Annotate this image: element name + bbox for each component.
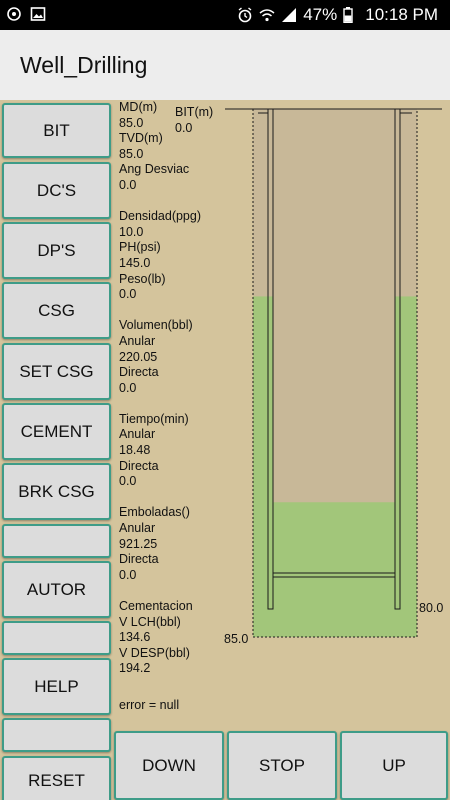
info-line: V LCH(bbl) — [119, 614, 181, 629]
autor-button[interactable]: AUTOR — [2, 561, 111, 618]
bit-depth-label: BIT(m) — [175, 105, 214, 119]
info-line: 10.0 — [119, 224, 144, 239]
info-spacer — [119, 303, 249, 319]
hole-wall — [252, 109, 418, 638]
info-line: Anular — [119, 521, 156, 536]
blank-button-2[interactable] — [2, 621, 111, 655]
info-line: Anular — [119, 333, 156, 348]
app-bar: Well_Drilling — [0, 30, 450, 100]
bit-button[interactable]: BIT — [2, 103, 111, 158]
info-spacer — [119, 490, 249, 506]
info-line: 145.0 — [119, 255, 151, 270]
info-line: 0.0 — [119, 474, 137, 489]
info-line: PH(psi) — [119, 240, 161, 255]
info-line: Volumen(bbl) — [119, 318, 193, 333]
info-line: Densidad(ppg) — [119, 209, 201, 224]
battery-icon — [343, 7, 359, 24]
cement-button[interactable]: CEMENT — [2, 403, 111, 460]
info-line: TVD(m) — [119, 131, 163, 146]
dcs-button[interactable]: DC'S — [2, 162, 111, 219]
battery-percent: 47% — [303, 5, 338, 24]
info-line: 194.2 — [119, 661, 151, 676]
casing-wall-left — [267, 108, 274, 610]
casing-wall-right — [394, 108, 401, 610]
info-line: Anular — [119, 427, 156, 442]
info-line: 0.0 — [119, 380, 137, 395]
clock: 10:18 PM — [365, 5, 438, 24]
md-label: MD(m) — [119, 100, 158, 114]
app-title: Well_Drilling — [20, 52, 148, 78]
signal-icon — [281, 7, 297, 23]
info-line: Cementacion — [119, 599, 193, 613]
dps-button[interactable]: DP'S — [2, 222, 111, 279]
help-button[interactable]: HELP — [2, 658, 111, 715]
wifi-icon — [259, 7, 275, 23]
image-icon — [30, 6, 46, 22]
info-line: Directa — [119, 552, 159, 567]
blank-button-3[interactable] — [2, 718, 111, 752]
info-line: Directa — [119, 365, 159, 380]
up-button[interactable]: UP — [340, 731, 448, 800]
info-line: Ang Desviac — [119, 162, 190, 177]
casing-cement — [273, 502, 395, 609]
info-spacer — [119, 583, 249, 599]
info-line: Peso(lb) — [119, 271, 166, 286]
hole-depth-label: 85.0 — [224, 632, 249, 646]
stop-button[interactable]: STOP — [227, 731, 337, 800]
info-line: Emboladas() — [119, 505, 190, 520]
info-spacer — [119, 396, 249, 412]
set-csg-button[interactable]: SET CSG — [2, 343, 111, 400]
bit-depth-value: 0.0 — [175, 121, 193, 135]
casing-depth-label: 80.0 — [419, 601, 444, 615]
info-line: Directa — [119, 458, 159, 473]
brk-csg-button[interactable]: BRK CSG — [2, 463, 111, 520]
md-value: 85.0 — [119, 115, 144, 130]
error-text: error = null — [119, 698, 180, 712]
info-line: 18.48 — [119, 443, 151, 458]
well-diagram — [225, 108, 442, 638]
alarm-icon — [237, 7, 253, 23]
info-line: 85.0 — [119, 146, 144, 161]
info-line: 220.05 — [119, 349, 158, 364]
info-line: 921.25 — [119, 536, 158, 551]
sync-icon — [6, 6, 22, 22]
info-line: 0.0 — [119, 287, 137, 302]
info-line: 134.6 — [119, 630, 151, 645]
info-line: Tiempo(min) — [119, 411, 189, 426]
info-line: V DESP(bbl) — [119, 645, 190, 660]
blank-button-1[interactable] — [2, 524, 111, 558]
info-line: 0.0 — [119, 567, 137, 582]
info-line: 0.0 — [119, 177, 137, 192]
csg-button[interactable]: CSG — [2, 282, 111, 339]
casing-interior — [273, 109, 395, 503]
reset-button[interactable]: RESET — [2, 756, 111, 800]
status-bar: 47% 10:18 PM — [0, 0, 450, 30]
down-button[interactable]: DOWN — [114, 731, 224, 800]
float-collar — [272, 572, 396, 578]
info-spacer — [119, 194, 249, 210]
